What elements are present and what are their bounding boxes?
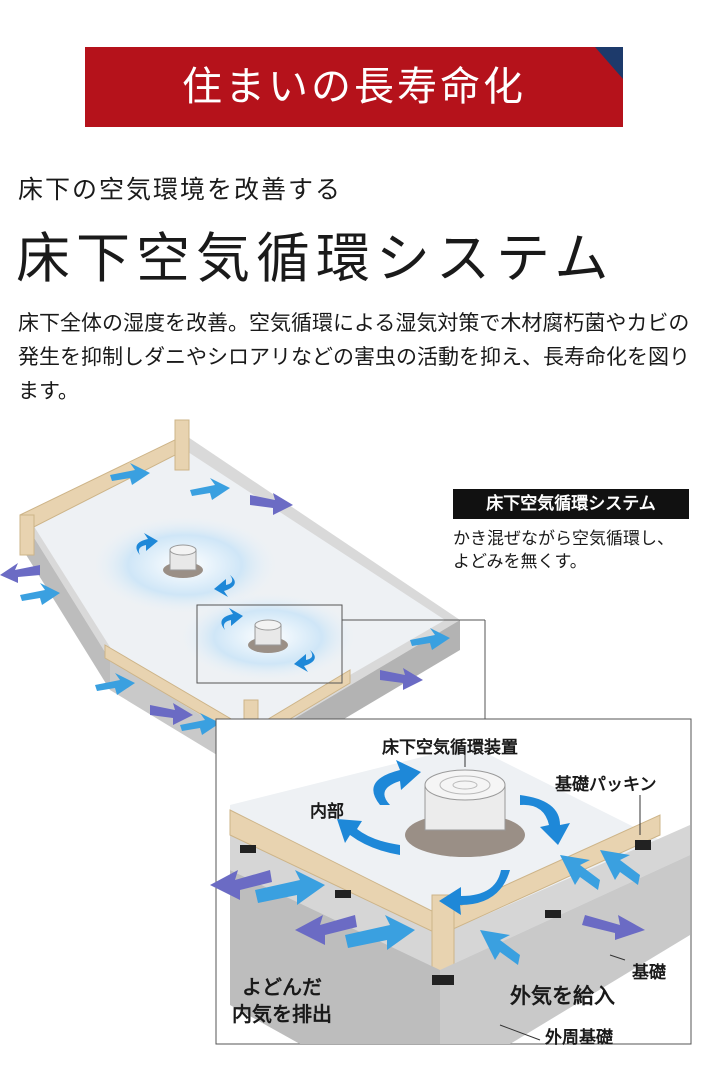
exhaust-arrows-detail [210, 870, 645, 945]
label-inside: 内部 [310, 802, 344, 822]
underfloor-diagram [0, 419, 692, 1045]
banner-title: 住まいの長寿命化 [182, 64, 526, 110]
label-exhaust-line2: 内気を排出 [232, 1002, 332, 1026]
foundation-packing [240, 840, 651, 985]
circulation-device [405, 769, 525, 857]
main-title: 床下空気循環システム [16, 227, 615, 290]
legend-text-line1: かき混ぜながら空気循環し、 [453, 529, 674, 549]
intake-arrows-upper [20, 463, 450, 735]
upper-foundation [0, 419, 486, 775]
detail-panel [210, 718, 692, 1045]
vent-device-1 [163, 544, 203, 578]
label-device: 床下空気循環装置 [382, 738, 518, 758]
label-exhaust: よどんだ 内気を排出 [232, 974, 332, 1028]
legend-badge: 床下空気循環システム [453, 489, 689, 519]
banner [85, 47, 623, 127]
label-outer-foundation: 外周基礎 [545, 1028, 613, 1048]
label-exhaust-line1: よどんだ [242, 975, 322, 999]
swirl-arrows [136, 533, 315, 672]
vent-device-2 [248, 619, 288, 653]
label-intake: 外気を給入 [510, 984, 615, 1008]
intake-arrows-detail [255, 850, 640, 965]
legend-text-line2: よどみを無くす。 [453, 552, 587, 572]
legend-text: かき混ぜながら空気循環し、 よどみを無くす。 [453, 528, 703, 574]
banner-fold-corner [595, 47, 623, 79]
zoom-box [196, 604, 343, 684]
label-foundation: 基礎 [632, 963, 666, 983]
label-packing: 基礎パッキン [555, 775, 657, 795]
circulation-arrows [337, 760, 570, 915]
description: 床下全体の湿度を改善。空気循環による湿気対策で木材腐朽菌やカビの発生を抑制しダニ… [18, 311, 690, 403]
subtitle: 床下の空気環境を改善する [18, 175, 343, 204]
